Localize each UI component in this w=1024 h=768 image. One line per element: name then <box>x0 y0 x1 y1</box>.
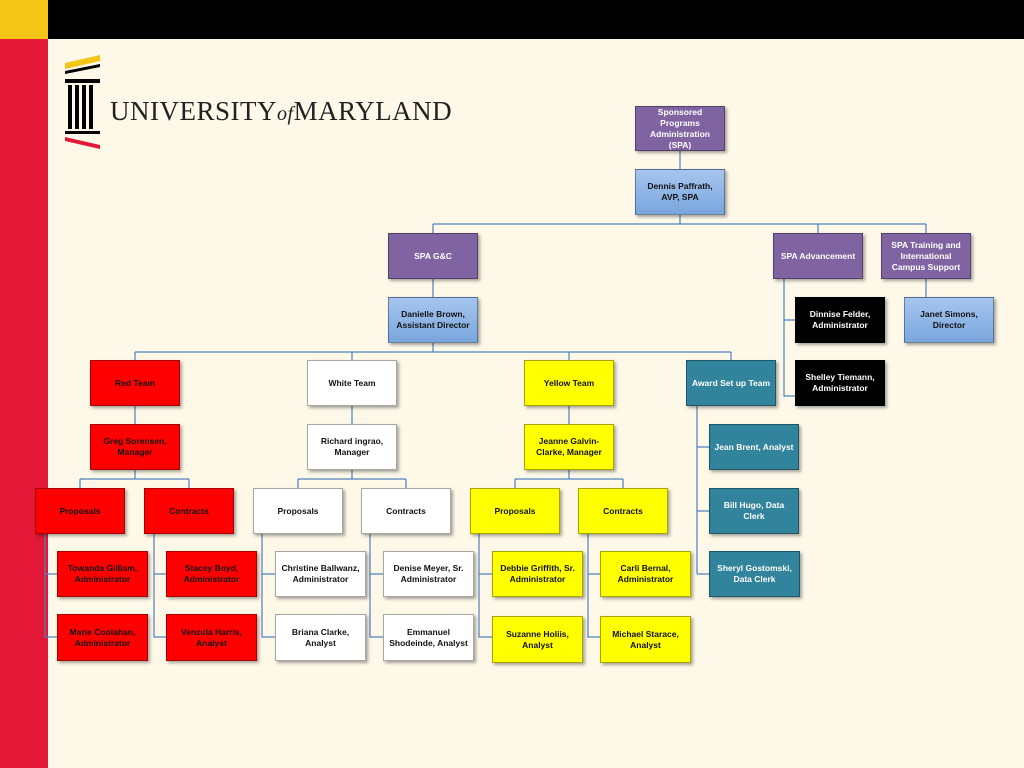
node-denise-meyer: Denise Meyer, Sr. Administrator <box>383 551 474 597</box>
node-bill-hugo: Bill Hugo, Data Clerk <box>709 488 799 534</box>
node-stacey-boyd: Stacey Boyd, Administrator <box>166 551 257 597</box>
node-danielle-brown: Danielle Brown, Assistant Director <box>388 297 478 343</box>
node-debbie-griffith: Debbie Griffith, Sr. Administrator <box>492 551 583 597</box>
node-suzanne-holiis: Suzanne Holiis, Analyst <box>492 616 583 663</box>
top-black-bar <box>0 0 1024 39</box>
node-yellow-team: Yellow Team <box>524 360 614 406</box>
node-spa-training: SPA Training and International Campus Su… <box>881 233 971 279</box>
node-dinnise-felder: Dinnise Felder, Administrator <box>795 297 885 343</box>
node-white-team: White Team <box>307 360 397 406</box>
node-shelley-tiemann: Shelley Tiemann, Administrator <box>795 360 885 406</box>
gold-accent-block <box>0 0 48 39</box>
node-christine-ballwanz: Christine Ballwanz, Administrator <box>275 551 366 597</box>
node-red-proposals: Proposals <box>35 488 125 534</box>
node-spa-advancement: SPA Advancement <box>773 233 863 279</box>
node-white-contracts: Contracts <box>361 488 451 534</box>
node-yellow-proposals: Proposals <box>470 488 560 534</box>
node-red-contracts: Contracts <box>144 488 234 534</box>
node-spa-gc: SPA G&C <box>388 233 478 279</box>
university-seal-logo <box>65 55 100 149</box>
node-richard-ingrao: Richard ingrao, Manager <box>307 424 397 470</box>
university-wordmark: UNIVERSITYofMARYLAND <box>110 96 453 126</box>
node-briana-clarke: Briana Clarke, Analyst <box>275 614 366 661</box>
node-yellow-contracts: Contracts <box>578 488 668 534</box>
node-sheryl-gostomski: Sheryl Gostomski, Data Clerk <box>709 551 800 597</box>
node-venzula-harris: Venzula Harris, Analyst <box>166 614 257 661</box>
node-janet-simons: Janet Simons, Director <box>904 297 994 343</box>
node-red-team: Red Team <box>90 360 180 406</box>
node-jeanne-galvin-clarke: Jeanne Galvin-Clarke, Manager <box>524 424 614 470</box>
node-jean-brent: Jean Brent, Analyst <box>709 424 799 470</box>
node-michael-starace: Michael Starace, Analyst <box>600 616 691 663</box>
node-white-proposals: Proposals <box>253 488 343 534</box>
node-greg-sorensen: Greg Sorensen, Manager <box>90 424 180 470</box>
node-spa: Sponsored Programs Administration (SPA) <box>635 106 725 151</box>
node-award-team: Award Set up Team <box>686 360 776 406</box>
node-carli-bernal: Carli Bernal, Administrator <box>600 551 691 597</box>
node-avp: Dennis Paffrath, AVP, SPA <box>635 169 725 215</box>
node-emmanuel-shodeinde: Emmanuel Shodeinde, Analyst <box>383 614 474 661</box>
node-towanda-gilliam: Towanda Gilliam, Administrator <box>57 551 148 597</box>
left-red-bar <box>0 39 48 768</box>
node-marie-coolahan: Marie Coolahan, Administrator <box>57 614 148 661</box>
